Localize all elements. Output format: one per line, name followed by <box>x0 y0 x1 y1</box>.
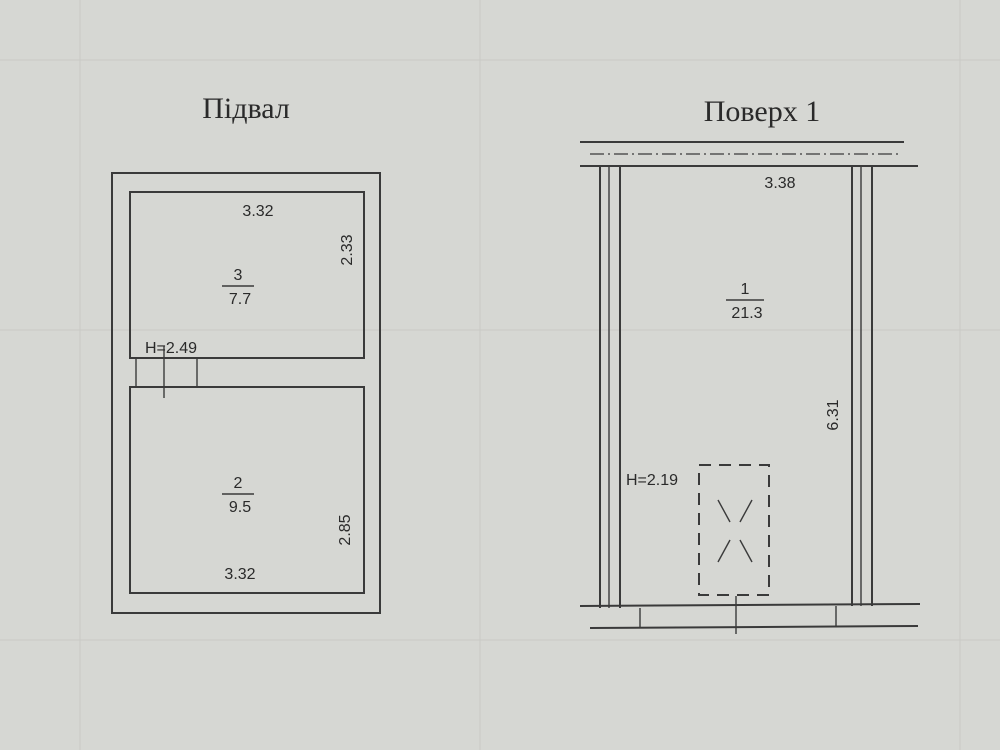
room-1-length: 6.31 <box>825 399 842 430</box>
basement-title: Підвал <box>202 92 290 125</box>
floor-1-top-wall <box>580 141 918 167</box>
basement-plan: Підвал 3.32 3 7.7 2.33 H=2.49 2 9.5 2.85… <box>111 92 381 614</box>
room-2-number: 2 <box>234 475 243 492</box>
floor-1-title: Поверх 1 <box>704 95 820 128</box>
room-3-width: 3.32 <box>242 203 273 220</box>
room-2-outline <box>129 386 365 594</box>
room-3-number: 3 <box>234 267 243 284</box>
room-3-length: 2.33 <box>339 234 356 265</box>
room-1-number: 1 <box>741 281 750 298</box>
basement-hatch-symbol <box>698 464 770 596</box>
basement-doorway <box>135 346 198 398</box>
floor-1-bottom-wall <box>579 596 921 634</box>
room-2-area: 9.5 <box>229 499 251 516</box>
room-2-width: 3.32 <box>224 566 255 583</box>
room-1-area: 21.3 <box>731 305 762 322</box>
room-3-outline <box>129 191 365 359</box>
room-3-area: 7.7 <box>229 291 251 308</box>
basement-outer-wall <box>111 172 381 614</box>
room-2-length: 2.85 <box>337 514 354 545</box>
room-1-width: 3.38 <box>764 175 795 192</box>
basement-height: H=2.49 <box>145 340 197 357</box>
floor-1-left-wall <box>599 166 621 608</box>
floor-1-height: H=2.19 <box>626 472 678 489</box>
floor-1-plan: Поверх 1 3.38 1 21. <box>579 95 921 634</box>
floor-1-right-wall <box>851 166 873 606</box>
